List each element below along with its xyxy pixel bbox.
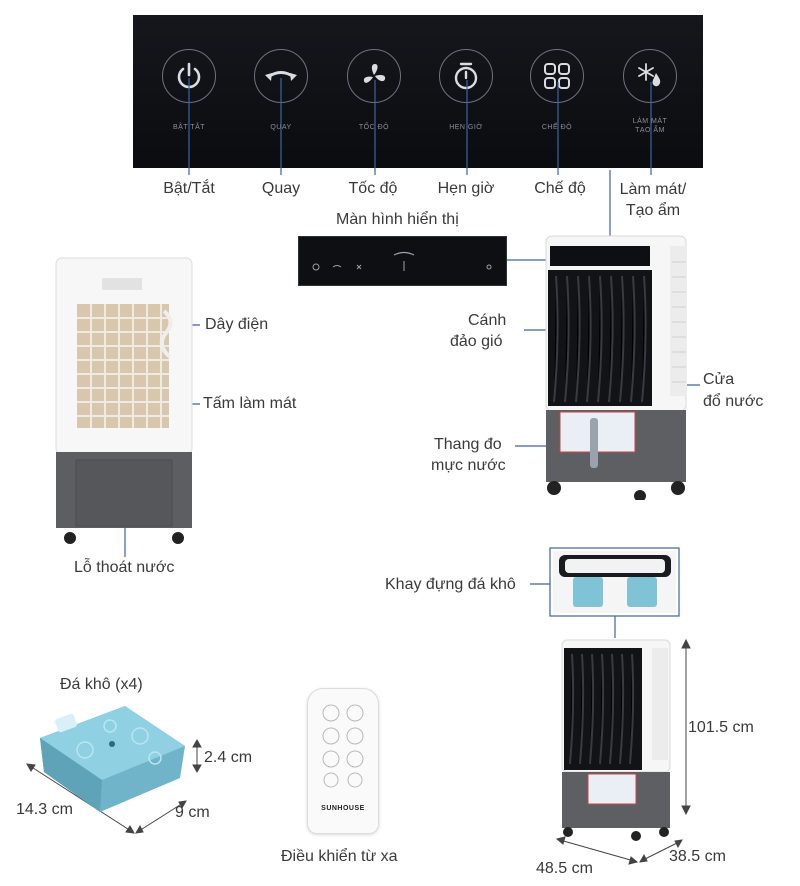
fan-icon: [363, 64, 386, 83]
cooler-front-view: [545, 235, 687, 500]
cooling-icon: [638, 63, 661, 87]
cooling-humidify-button[interactable]: [623, 49, 677, 103]
label-water-door-2: đổ nước: [703, 393, 764, 410]
control-panel-closeup: BẬT TẮT QUAY TỐC ĐỘ HẸN GIỜ CHẾ ĐỘ LÀM M…: [133, 15, 703, 168]
remote-control: SUNHOUSE: [307, 688, 379, 834]
remote-brand: SUNHOUSE: [321, 805, 365, 812]
ice-pack-image: [40, 706, 185, 812]
mode-caption: CHẾ ĐỘ: [541, 124, 573, 131]
ice-tray-image: [553, 551, 676, 613]
swing-icon: [265, 71, 297, 81]
label-remote: Điều khiển từ xa: [281, 848, 398, 865]
label-water-gauge-2: mực nước: [431, 457, 506, 474]
mode-icon: [544, 63, 570, 89]
label-water-gauge-1: Thang đo: [434, 436, 502, 453]
label-swing: Quay: [261, 180, 301, 197]
display-icons: [312, 251, 492, 271]
label-mode: Chế độ: [534, 180, 586, 197]
cooling-caption: LÀM MÁT TẠO ẨM: [632, 118, 668, 134]
cooler-dimension-view: [561, 639, 671, 841]
label-drain: Lỗ thoát nước: [74, 559, 175, 576]
dimension-ice-width: 9 cm: [175, 804, 210, 821]
speed-caption: TỐC ĐỘ: [358, 124, 390, 131]
timer-button[interactable]: [439, 49, 493, 103]
label-power: Bật/Tắt: [163, 180, 215, 197]
mode-button[interactable]: [530, 49, 584, 103]
dimension-ice-thickness: 2.4 cm: [204, 749, 253, 766]
label-cooling-pad: Tấm làm mát: [203, 395, 297, 412]
timer-icon: [454, 62, 478, 90]
label-louver-2: đảo gió: [450, 333, 503, 350]
remote-buttons: [322, 704, 364, 788]
timer-caption: HẸN GIỜ: [449, 124, 483, 131]
label-ice-tray: Khay đựng đá khô: [385, 576, 516, 593]
label-display: Màn hình hiển thị: [336, 211, 459, 228]
label-water-door-1: Cửa: [703, 371, 735, 388]
speed-button[interactable]: [347, 49, 401, 103]
label-louver-1: Cánh: [468, 312, 507, 329]
cooler-back-view: [55, 257, 193, 544]
label-timer: Hẹn giờ: [437, 180, 495, 197]
label-speed: Tốc độ: [348, 180, 398, 197]
label-ice-packs: Đá khô (x4): [60, 676, 143, 693]
dimension-width: 48.5 cm: [536, 860, 593, 877]
label-power-cord: Dây điện: [205, 316, 269, 333]
label-cooling: Làm mát/ Tạo ẩm: [619, 181, 687, 219]
dimension-ice-length: 14.3 cm: [16, 801, 73, 818]
display-panel: [298, 236, 507, 286]
dimension-height: 101.5 cm: [688, 719, 754, 736]
dimension-depth: 38.5 cm: [669, 848, 726, 865]
